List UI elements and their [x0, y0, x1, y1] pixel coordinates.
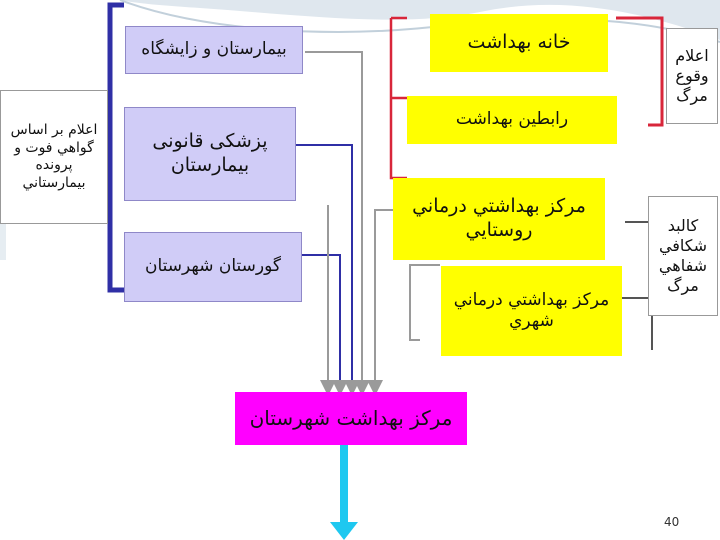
page-number: 40	[664, 515, 680, 529]
box-district-center: مرکز بهداشت شهرستان	[235, 392, 467, 445]
red-bracket	[389, 16, 407, 180]
box-rural-center: مرکز بهداشتي درماني روستايي	[393, 178, 605, 260]
box-autopsy: کالبد شکافي شفاهي مرگ	[648, 196, 718, 316]
box-health-house: خانه بهداشت	[430, 14, 608, 72]
box-county-cemetery: گورستان شهرستان	[124, 232, 302, 302]
box-side-note: اعلام بر اساس گواهي فوت و پرونده بيمارست…	[0, 90, 108, 224]
box-health-liaisons: رابطین بهداشت	[407, 96, 617, 144]
box-report-deaths: اعلام وقوع مرگ	[666, 28, 718, 124]
box-hospital-births: بیمارستان و زایشگاه	[125, 26, 303, 74]
box-forensic-hospital: پزشکی قانونی بیمارستان	[124, 107, 296, 201]
box-urban-center: مرکز بهداشتي درماني شهري	[441, 266, 622, 356]
left-bracket	[107, 2, 130, 293]
